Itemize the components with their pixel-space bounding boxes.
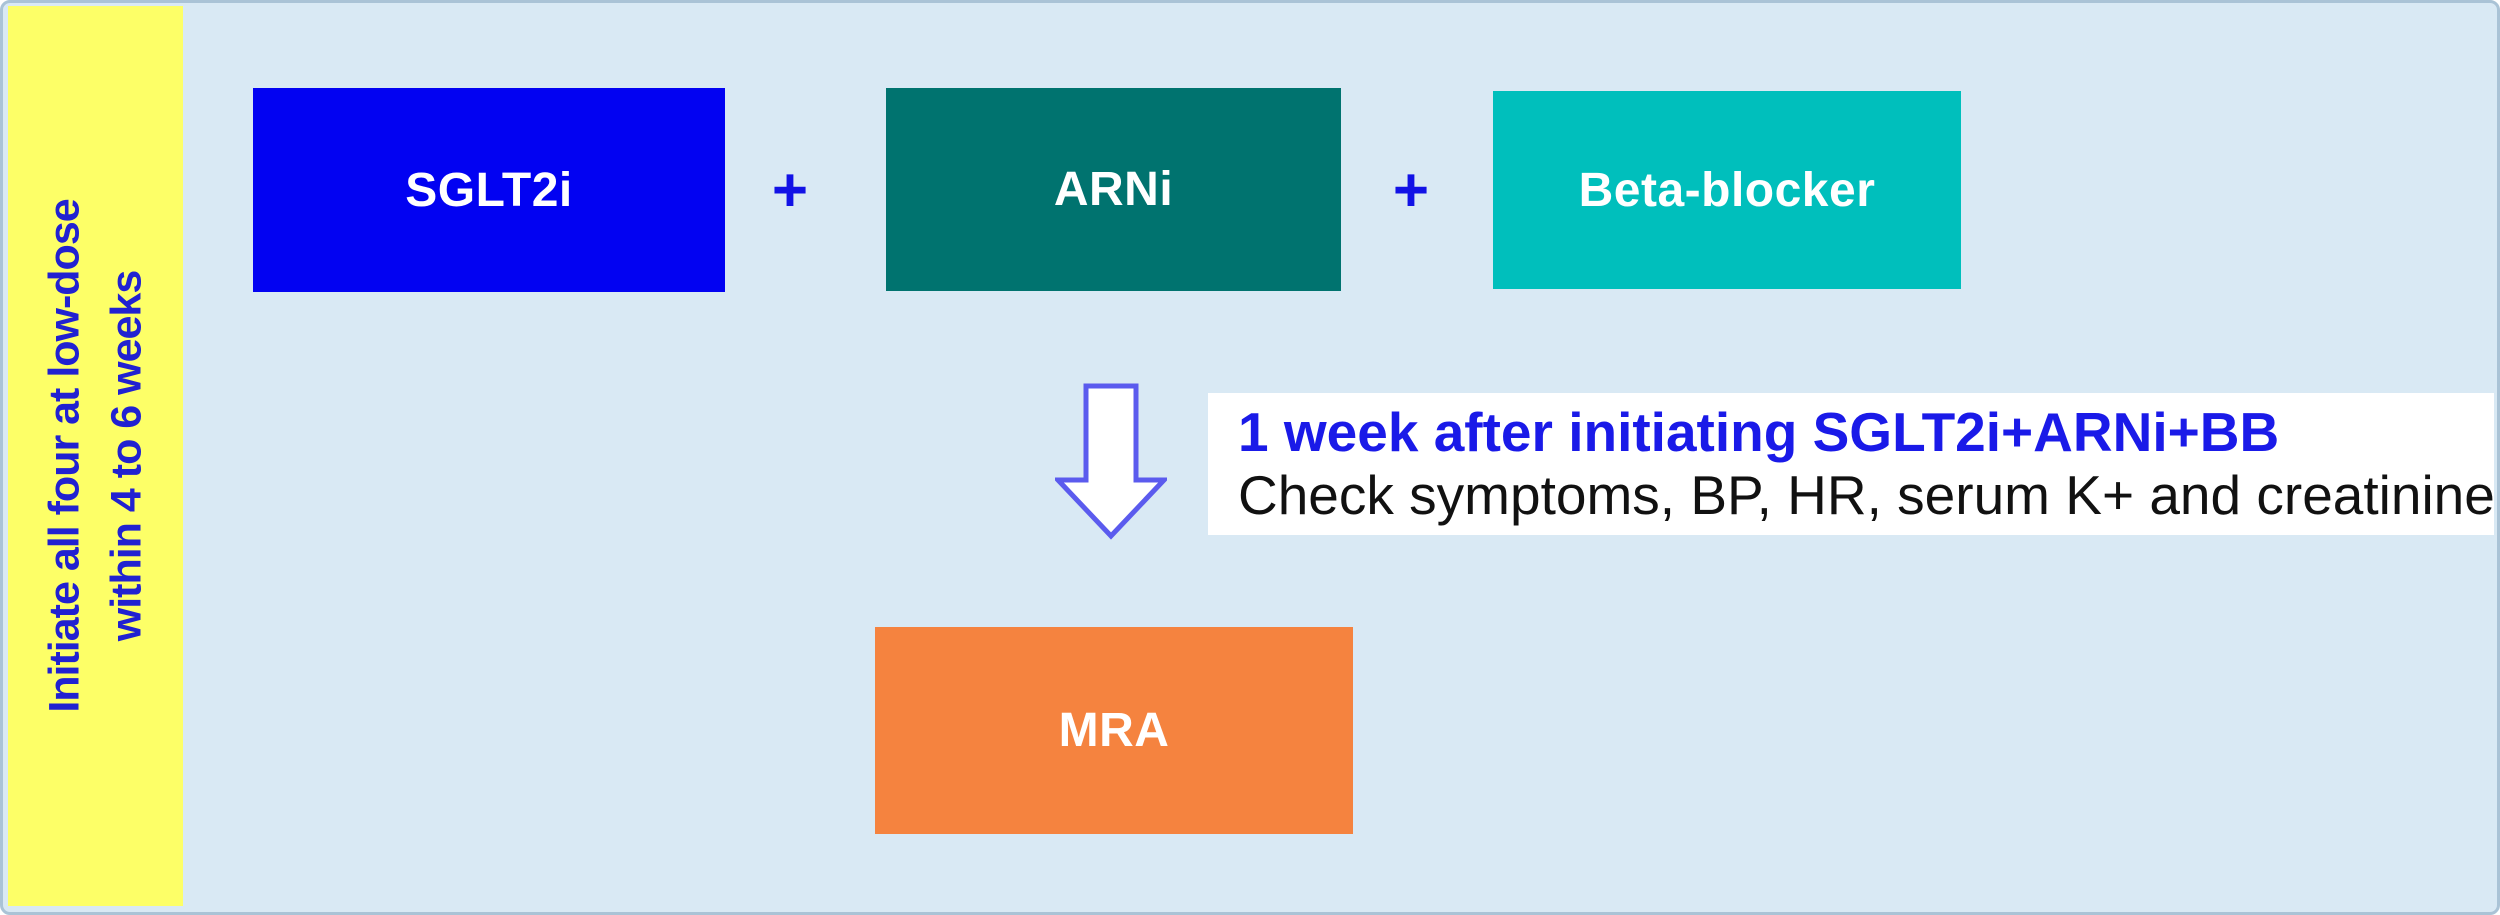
arni-box: ARNi bbox=[886, 88, 1341, 291]
plus-sign-1: + bbox=[750, 88, 830, 292]
follow-up-note: 1 week after initiating SGLT2i+ARNi+BB C… bbox=[1208, 393, 2495, 535]
follow-up-note-title: 1 week after initiating SGLT2i+ARNi+BB bbox=[1238, 401, 2280, 463]
plus-sign-1-glyph: + bbox=[771, 155, 809, 225]
down-arrow-shape bbox=[1052, 383, 1170, 540]
plus-sign-2: + bbox=[1371, 88, 1451, 292]
sglt2i-box: SGLT2i bbox=[253, 88, 725, 292]
initiation-timeframe-band: Initiate all four at low-dose within 4 t… bbox=[8, 6, 183, 906]
down-arrow-icon bbox=[1052, 383, 1170, 541]
initiation-timeframe-line-1: Initiate all four at low-dose bbox=[40, 199, 89, 713]
initiation-timeframe-line-2: within 4 to 6 weeks bbox=[102, 270, 151, 642]
mra-label: MRA bbox=[1058, 704, 1170, 757]
beta-blocker-label: Beta-blocker bbox=[1578, 163, 1876, 217]
initiation-timeframe-text: Initiate all four at low-dose within 4 t… bbox=[34, 199, 158, 712]
follow-up-note-body: Check symptoms, BP, HR, serum K+ and cre… bbox=[1238, 464, 2495, 526]
arni-label: ARNi bbox=[1053, 163, 1174, 216]
beta-blocker-box: Beta-blocker bbox=[1493, 91, 1961, 289]
plus-sign-2-glyph: + bbox=[1392, 155, 1430, 225]
sglt2i-label: SGLT2i bbox=[405, 163, 573, 217]
mra-box: MRA bbox=[875, 627, 1353, 834]
